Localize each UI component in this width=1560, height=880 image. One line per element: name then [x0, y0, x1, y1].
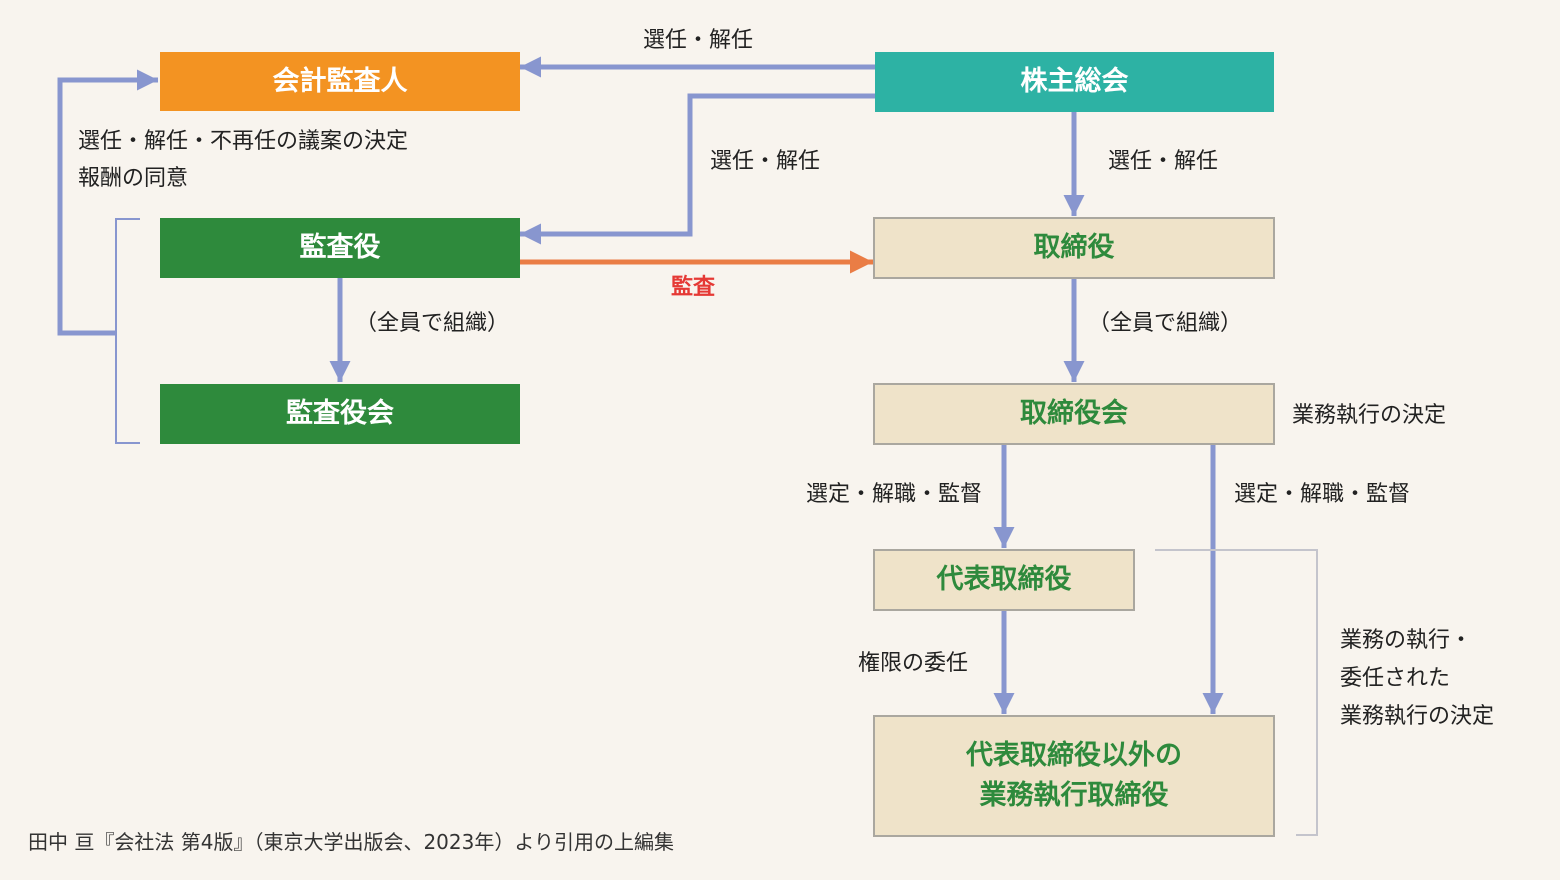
all-members-directors-label: （全員で組織）	[1088, 311, 1243, 336]
board-of-auditors-box: 監査役会	[160, 384, 520, 444]
elect-dismiss-director-label: 選任・解任	[1108, 149, 1219, 174]
execution-note-line2: 委任された	[1340, 666, 1451, 691]
board-of-directors-label: 取締役会	[1020, 398, 1128, 429]
auditors-group-bracket	[115, 218, 140, 444]
select-dismiss-supervise-left-label: 選定・解職・監督	[806, 482, 983, 507]
executive-directors-box: 代表取締役以外の 業務執行取締役	[873, 715, 1275, 837]
accounting-auditor-box: 会計監査人	[160, 52, 520, 111]
select-dismiss-supervise-right-label: 選定・解職・監督	[1234, 482, 1411, 507]
executives-group-bracket	[1155, 549, 1318, 836]
business-execution-decision-label: 業務執行の決定	[1292, 403, 1447, 428]
elect-dismiss-corporate-auditor-label: 選任・解任	[710, 149, 821, 174]
director-label: 取締役	[1033, 232, 1115, 263]
elect-dismiss-accounting-auditor-label: 選任・解任	[643, 28, 754, 53]
board-of-directors-box: 取締役会	[873, 383, 1275, 445]
all-members-auditors-label: （全員で組織）	[355, 311, 510, 336]
director-box: 取締役	[873, 217, 1275, 279]
execution-note-line3: 業務執行の決定	[1340, 704, 1495, 729]
execution-note-line1: 業務の執行・	[1340, 628, 1473, 653]
auditor-proposals-line2: 報酬の同意	[78, 166, 189, 191]
corporate-auditor-label: 監査役	[299, 232, 381, 263]
auditor-proposals-line1: 選任・解任・不再任の議案の決定	[78, 129, 409, 154]
accounting-auditor-label: 会計監査人	[272, 65, 408, 97]
delegation-of-authority-label: 権限の委任	[858, 651, 969, 676]
corporate-auditor-box: 監査役	[160, 218, 520, 278]
audit-label: 監査	[671, 275, 716, 300]
executive-directors-label: 代表取締役以外の 業務執行取締役	[966, 740, 1182, 811]
board-of-auditors-label: 監査役会	[286, 398, 394, 429]
arrow-auditors-to-accounting-auditor	[57, 69, 158, 336]
representative-director-box: 代表取締役	[873, 549, 1135, 611]
shareholders-meeting-box: 株主総会	[875, 52, 1274, 112]
arrow-meeting-to-corporate-auditor	[520, 93, 875, 245]
source-caption: 田中 亘『会社法 第4版』（東京大学出版会、2023年）より引用の上編集	[28, 830, 674, 854]
shareholders-meeting-label: 株主総会	[1020, 66, 1129, 97]
representative-director-label: 代表取締役	[936, 564, 1072, 595]
